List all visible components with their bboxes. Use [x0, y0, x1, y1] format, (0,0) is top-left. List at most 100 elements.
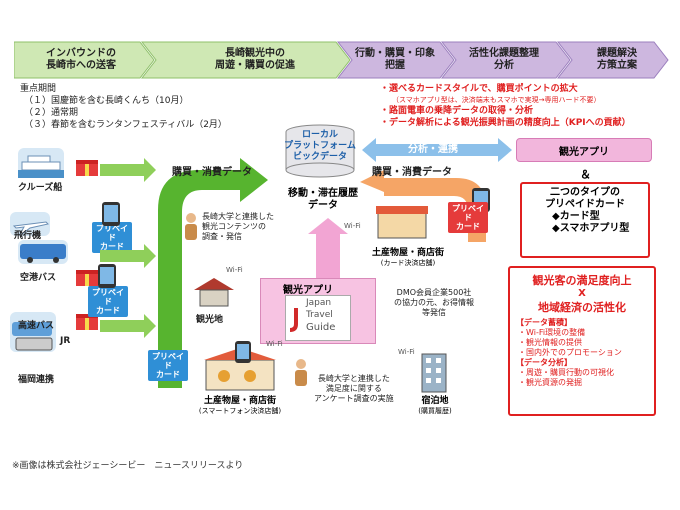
survey-text: 長崎大学と連携した 満足度に関する アンケート調査の実施	[314, 374, 394, 404]
source-jr-label: JR	[60, 336, 71, 346]
header-step-2-line2: 周遊・購買の促進	[215, 60, 295, 71]
result-line-2: 地域経済の活性化	[538, 301, 626, 314]
card-type-2: ◆スマホアプリ型	[552, 223, 630, 234]
app-logo-line1: Japan	[306, 298, 332, 308]
source-fukuoka-label: 福岡連携	[18, 375, 55, 385]
gift-box-icon	[76, 270, 98, 286]
accumulate-item-3: ・国内外でのプロモーション	[518, 348, 622, 357]
platform-line1: ローカル	[301, 130, 338, 140]
smartphone-icon	[98, 264, 116, 288]
bullet-1-sub: （スマホアプリ型は、決済端末もスマホで実現→専用ハード不要）	[392, 96, 601, 104]
app-logo-line2: Travel	[306, 310, 333, 320]
highway-bus-icon	[10, 312, 56, 352]
platform-line2: プラットフォーム	[284, 141, 356, 151]
dmo-line3: 等発信	[422, 308, 446, 317]
card-types-title-line2: プリペイドカード	[545, 199, 625, 210]
app-box: 観光アプリ Japan Travel Guide	[260, 278, 376, 344]
accumulate-item-1: ・Wi-Fi環境の整備	[518, 328, 586, 337]
souvenir-card-label: 土産物屋・商店街 (カード決済店舗)	[360, 248, 456, 268]
souvenir-card-line1: 土産物屋・商店街	[371, 248, 444, 258]
focus-item-3: （３）春節を含むランタンフェスティバル（2月）	[24, 120, 227, 130]
source-air-label: 飛行機	[14, 231, 42, 241]
gift-box-icon	[76, 160, 98, 176]
person-icon	[295, 359, 307, 386]
header-step-3-line1: 行動・購買・印象	[355, 48, 435, 59]
prepaid-card-tag: プリペイドカード	[88, 286, 128, 317]
hotel-line2: (購買履歴)	[418, 407, 452, 415]
result-box: 観光客の満足度向上 X 地域経済の活性化 【データ蓄積】 ・Wi-Fi環境の整備…	[508, 266, 656, 416]
accumulate-title: 【データ蓄積】	[516, 318, 572, 327]
header-step-5-line2: 方策立案	[597, 60, 637, 71]
dmo-line1: DMO会員企業500社	[396, 288, 472, 297]
prepaid-card-tag: プリペイドカード	[92, 222, 132, 253]
database-icon	[285, 124, 355, 178]
card-types-box: 二つのタイプの プリペイドカード ◆カード型 ◆スマホアプリ型	[520, 182, 650, 258]
market-stall-icon	[204, 348, 276, 391]
source-airport-bus-label: 空港バス	[20, 273, 57, 283]
app-logo-line3: Guide	[306, 322, 336, 333]
univ-content-text: 長崎大学と連携した 観光コンテンツの 調査・発信	[202, 212, 274, 242]
header-step-1-line1: インバウンドの	[46, 48, 116, 59]
platform-line3: ビックデータ	[292, 152, 347, 162]
header-chevron-band	[14, 41, 669, 79]
bullet-2: ・路面電車の乗降データの取得・分析	[380, 106, 534, 116]
smartphone-icon	[102, 202, 120, 226]
bullet-3: ・データ解析による観光振興計画の精度向上（KPIへの貢献）	[380, 118, 631, 128]
bullet-1: ・選べるカードスタイルで、購買ポイントの拡大	[380, 84, 578, 94]
airport-bus-icon	[18, 240, 68, 264]
hotel-line1: 宿泊地	[421, 396, 449, 406]
movement-line2: データ	[308, 200, 338, 211]
purchase-data-arrow-right	[360, 170, 486, 242]
source-arrows	[100, 158, 156, 338]
souvenir-phone-label: 土産物屋・商店街 (スマートフォン決済店舗)	[190, 396, 290, 416]
header-step-4: 活性化課題整理分析	[452, 42, 556, 78]
wifi-label-market: Wi-Fi	[266, 340, 283, 348]
platform-label: ローカル プラットフォーム ビックデータ	[284, 130, 356, 163]
hotel-building-icon	[421, 353, 447, 393]
survey-line1: 長崎大学と連携した	[317, 374, 390, 383]
temple-icon	[194, 278, 234, 307]
app-title: 観光アプリ	[283, 285, 333, 296]
souvenir-card-line2: (カード決済店舗)	[380, 259, 436, 267]
movement-line1: 移動・滞在履歴	[288, 188, 358, 199]
app-logo: Japan Travel Guide	[285, 295, 351, 341]
header-step-3-line2: 把握	[385, 60, 405, 71]
airplane-icon	[10, 212, 50, 236]
source-highway-bus-label: 高速バス	[18, 321, 55, 331]
header-step-2-line1: 長崎観光中の	[225, 48, 285, 59]
sightseeing-label: 観光地	[196, 315, 224, 325]
header-step-4-line2: 分析	[494, 60, 514, 71]
analysis-label: 分析・連携	[408, 144, 458, 155]
wifi-label-hotel: Wi-Fi	[398, 348, 415, 356]
header-step-3: 行動・購買・印象把握	[350, 42, 440, 78]
person-icon	[185, 213, 197, 240]
univ-content-line1: 長崎大学と連携した	[202, 212, 274, 221]
card-type-1: ◆カード型	[552, 211, 600, 222]
result-x: X	[578, 288, 586, 299]
univ-content-line2: 観光コンテンツの	[202, 222, 266, 231]
dmo-line2: の協力の元、お得情報	[394, 298, 474, 307]
gift-box-icon	[76, 314, 98, 330]
store-icon	[376, 206, 428, 239]
analysis-arrow	[362, 138, 512, 162]
souvenir-phone-line2: (スマートフォン決済店舗)	[198, 407, 282, 415]
purchase-data-left-label: 購買・消費データ	[172, 167, 252, 178]
univ-content-line3: 調査・発信	[202, 232, 242, 241]
app-logo-mark-icon	[289, 308, 298, 332]
wifi-label-store: Wi-Fi	[344, 222, 361, 230]
prepaid-card-tag-right: プリペイドカード	[448, 202, 488, 233]
card-types-title-line1: 二つのタイプの	[550, 187, 620, 198]
movement-data-label: 移動・滞在履歴 データ	[288, 188, 358, 212]
card-types-title: 二つのタイプの プリペイドカード	[522, 187, 648, 211]
analysis-item-1: ・周遊・購買行動の可視化	[518, 368, 614, 377]
header-step-4-line1: 活性化課題整理	[469, 48, 539, 59]
ampersand: ＆	[580, 168, 591, 181]
focus-item-1: （１）国慶節を含む長崎くんち（10月）	[24, 96, 189, 106]
survey-line3: アンケート調査の実施	[314, 394, 394, 403]
header-step-2: 長崎観光中の周遊・購買の促進	[170, 42, 340, 78]
purchase-data-right-label: 購買・消費データ	[372, 167, 452, 178]
wifi-label: Wi-Fi	[226, 266, 243, 274]
source-cruise-label: クルーズ船	[18, 183, 63, 193]
app-result-box: 観光アプリ	[516, 138, 652, 162]
